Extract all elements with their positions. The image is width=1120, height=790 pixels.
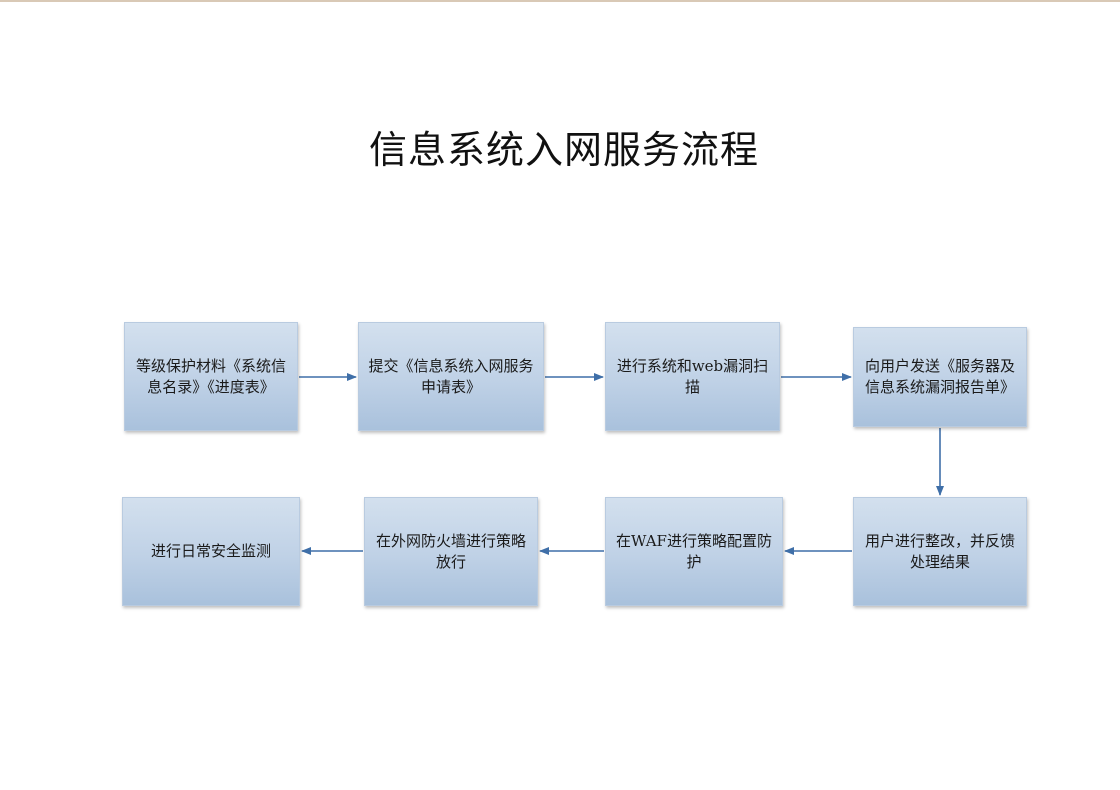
node-label: 提交《信息系统入网服务申请表》 bbox=[368, 356, 534, 396]
node-label: 等级保护材料《系统信息名录》《进度表》 bbox=[135, 356, 286, 396]
node-grading-materials: 等级保护材料《系统信息名录》《进度表》 bbox=[124, 322, 298, 431]
node-send-report: 向用户发送《服务器及信息系统漏洞报告单》 bbox=[853, 327, 1027, 427]
node-submit-application: 提交《信息系统入网服务申请表》 bbox=[358, 322, 544, 431]
node-daily-monitoring: 进行日常安全监测 bbox=[122, 497, 300, 606]
node-label: 在WAF进行策略配置防护 bbox=[616, 531, 772, 571]
page-top-rule bbox=[0, 0, 1120, 2]
node-label: 在外网防火墙进行策略放行 bbox=[375, 531, 526, 571]
node-label: 向用户发送《服务器及信息系统漏洞报告单》 bbox=[864, 357, 1015, 396]
node-label: 进行系统和web漏洞扫描 bbox=[616, 356, 769, 396]
node-vulnerability-scan: 进行系统和web漏洞扫描 bbox=[605, 322, 780, 431]
node-user-remediation: 用户进行整改，并反馈处理结果 bbox=[853, 497, 1027, 606]
node-waf-policy: 在WAF进行策略配置防护 bbox=[605, 497, 783, 606]
node-firewall-policy: 在外网防火墙进行策略放行 bbox=[364, 497, 538, 606]
node-label: 进行日常安全监测 bbox=[150, 542, 271, 560]
page-title: 信息系统入网服务流程 bbox=[368, 128, 759, 172]
node-label: 用户进行整改，并反馈处理结果 bbox=[864, 531, 1015, 571]
